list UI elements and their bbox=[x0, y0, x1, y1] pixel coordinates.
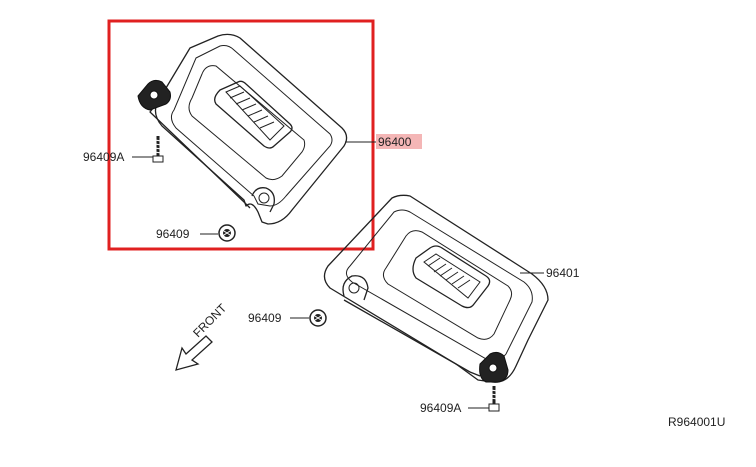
callout-visor-left: 96400 bbox=[378, 135, 412, 149]
callout-clip-lower: 96409 bbox=[248, 311, 282, 325]
sun-visor-right bbox=[323, 194, 549, 383]
callout-screw-right: 96409A bbox=[420, 401, 461, 415]
front-label: FRONT bbox=[190, 301, 230, 341]
figure-id: R964001U bbox=[668, 415, 725, 429]
clip-icon bbox=[218, 224, 236, 242]
callout-visor-right: 96401 bbox=[546, 266, 580, 280]
clip-icon bbox=[309, 309, 327, 327]
highlight-box bbox=[107, 19, 375, 251]
clip-upper: 96409 bbox=[156, 224, 236, 242]
clip-lower: 96409 bbox=[248, 309, 327, 327]
callout-screw-left: 96409A bbox=[83, 150, 124, 164]
screw-left: 96409A bbox=[83, 136, 164, 164]
front-direction: FRONT bbox=[175, 301, 230, 371]
callout-highlight-96400 bbox=[376, 134, 422, 149]
callout-clip-upper: 96409 bbox=[156, 227, 190, 241]
arrow-icon bbox=[175, 335, 213, 371]
screw-icon bbox=[152, 136, 164, 163]
screw-icon bbox=[488, 386, 500, 412]
screw-right: 96409A bbox=[420, 386, 500, 415]
sun-visor-left bbox=[137, 33, 348, 225]
